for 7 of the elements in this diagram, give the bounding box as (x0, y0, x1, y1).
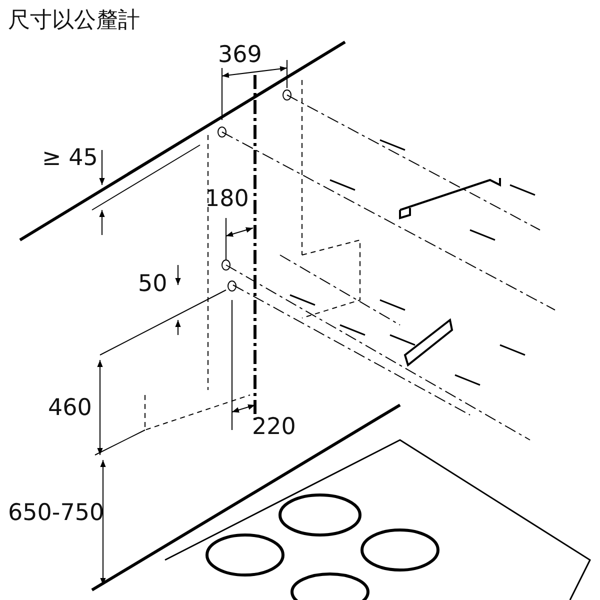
dimension-label: 220 (252, 416, 296, 439)
dimension-label: ≥ 45 (42, 147, 98, 170)
dimension-label: 460 (48, 397, 92, 420)
title: 尺寸以公釐計 (8, 10, 140, 32)
dimension-label: 50 (138, 273, 168, 296)
dimension-label: 369 (218, 44, 262, 67)
dimension-label: 180 (205, 188, 249, 211)
